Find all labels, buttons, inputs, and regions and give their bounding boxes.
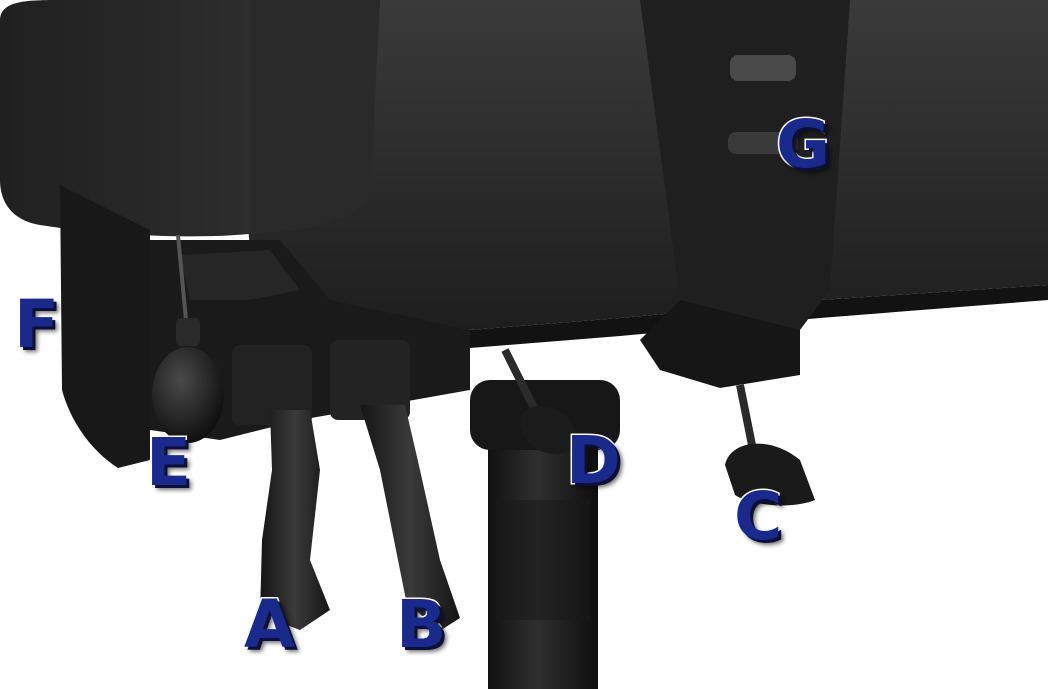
column-sleeve [496,500,590,620]
callout-label-e: E [144,424,192,501]
knob-c [725,384,815,506]
callout-label-f: F [12,286,60,363]
callout-label-b: B [394,586,447,663]
callout-label-g: G [774,106,831,183]
callout-label-d: D [565,422,623,499]
armrest [640,0,850,330]
paddle-lever-a [232,345,330,630]
backrest-fabric-panel [250,0,380,233]
backrest [0,0,270,237]
seat-front-edge [240,250,1048,348]
paddle-lever-b [330,340,460,632]
lumbar-pump-bulb [152,347,224,443]
callout-label-c: C [732,478,783,555]
lever-d [501,348,577,455]
callout-label-a: A [242,586,296,663]
